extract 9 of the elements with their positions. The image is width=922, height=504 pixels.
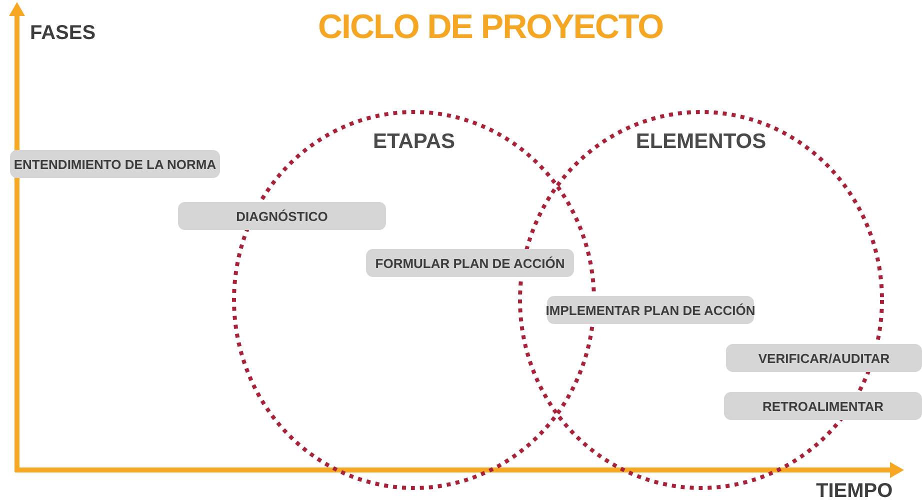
phase-bar: DIAGNÓSTICO: [178, 202, 386, 230]
circle-heading: ELEMENTOS: [634, 130, 768, 154]
phase-bar: RETROALIMENTAR: [724, 392, 922, 420]
circle-heading: ETAPAS: [372, 130, 456, 154]
axis-label: FASES: [30, 22, 96, 45]
phase-bar: ENTENDIMIENTO DE LA NORMA: [10, 150, 220, 178]
axis-label: TIEMPO: [816, 480, 893, 503]
phase-bar: VERIFICAR/AUDITAR: [726, 344, 922, 372]
title: CICLO DE PROYECTO: [318, 8, 664, 47]
